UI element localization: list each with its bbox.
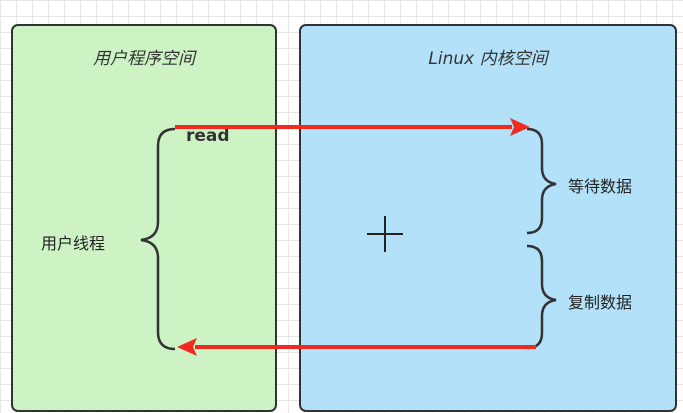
kernel-space-title: Linux 内核空间: [428, 49, 548, 69]
user-space-title: 用户程序空间: [93, 49, 195, 69]
copy-data-label: 复制数据: [568, 293, 633, 312]
user-space-panel: 用户程序空间: [11, 24, 277, 412]
user-thread-label: 用户线程: [41, 234, 106, 253]
read-label: read: [186, 126, 230, 146]
wait-data-label: 等待数据: [568, 177, 633, 196]
kernel-space-panel: Linux 内核空间: [299, 24, 677, 412]
